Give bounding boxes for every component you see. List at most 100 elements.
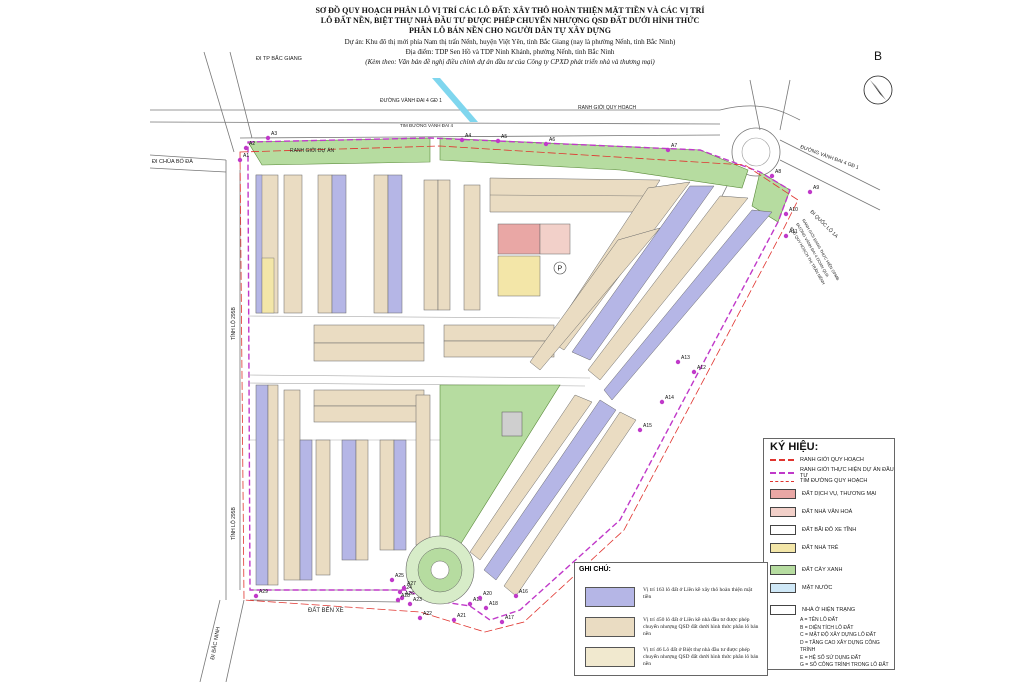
legend-label: ĐẤT CÂY XANH (802, 567, 843, 573)
label-ranh-gioi-du-an: RANH GIỚI DỰ ÁN (290, 147, 335, 154)
boundary-point-label: A17 (505, 615, 514, 621)
legend-code: G = SỐ CÔNG TRÌNH TRONG LÔ ĐẤT (800, 662, 889, 668)
boundary-point-marker (397, 589, 403, 595)
boundary-point-marker (691, 369, 697, 375)
plan-boundary (239, 145, 799, 633)
boundary-point-label: A11 (789, 229, 798, 235)
boundary-point-label: A26 (405, 591, 414, 597)
legend-swatch (770, 543, 796, 553)
water-channel (432, 78, 478, 122)
boundary-point-label: A23 (413, 597, 422, 603)
legend-item-center-line: TIM ĐƯỜNG QUY HOẠCH (770, 478, 867, 484)
roundabout-north (731, 127, 781, 177)
title-line-3: PHÂN LÔ BÁN NỀN CHO NGƯỜI DÂN TỰ XÂY DỰN… (409, 26, 611, 35)
label-tinh-lo-upper: TỈNH LỘ 295B (230, 307, 237, 340)
parking-icon (553, 261, 567, 275)
boundary-point-marker (783, 233, 789, 239)
boundary-point-label: A16 (519, 589, 528, 595)
title-line-2: LÔ ĐẤT NỀN, BIỆT THỰ NHÀ ĐẦU TƯ ĐƯỢC PHÉ… (320, 16, 700, 25)
road-network (149, 51, 881, 682)
legend-label: ĐẤT NHÀ VĂN HOÁ (802, 509, 853, 515)
north-letter: B (874, 49, 882, 63)
boundary-point-marker (675, 359, 681, 365)
boundary-point-marker (637, 427, 643, 433)
legend-swatch (770, 583, 796, 593)
project-line: Dự án: Khu đô thị mới phía Nam thị trấn … (344, 38, 676, 46)
boundary-point-marker (769, 173, 775, 179)
boundary-point-marker (783, 211, 789, 217)
project-boundary (247, 137, 791, 621)
title-line-1: SƠ ĐỒ QUY HOẠCH PHÂN LÔ VỊ TRÍ CÁC LÔ ĐẤ… (315, 6, 705, 15)
boundary-point-label: A13 (681, 355, 690, 361)
boundary-point-label: A22 (423, 611, 432, 617)
boundary-point-marker (659, 399, 665, 405)
label-dat-ben-xe: ĐẤT BẾN XE (308, 607, 344, 614)
attachment-line: (Kèm theo: Văn bản đề nghị điều chỉnh dự… (365, 58, 655, 66)
legend-label: MẶT NƯỚC (802, 585, 833, 591)
boundary-point-marker (389, 577, 395, 583)
legend-swatch (770, 565, 796, 575)
boundary-point-marker (495, 138, 501, 144)
boundary-point-label: A18 (489, 601, 498, 607)
legend-code: B = DIỆN TÍCH LÔ ĐẤT (800, 624, 854, 631)
boundary-point-label: A5 (501, 134, 507, 140)
legend-label: NHÀ Ở HIỆN TRẠNG (802, 607, 856, 613)
block-group-upper-left (255, 174, 481, 314)
legend-swatch (770, 489, 796, 499)
legend-item-existing-house: NHÀ Ở HIỆN TRẠNG (770, 605, 855, 615)
boundary-point-label: A2 (249, 141, 255, 147)
boundary-point-label: A6 (549, 137, 555, 143)
legend-title: KÝ HIỆU: (770, 441, 819, 453)
boundary-point-label: A28 (401, 593, 410, 599)
legend-code: A = TÊN LÔ ĐẤT (800, 617, 839, 623)
legend-item-parking: ĐẤT BÃI ĐỖ XE TĨNH (770, 525, 856, 535)
legend-label: TIM ĐƯỜNG QUY HOẠCH (800, 478, 868, 484)
legend-item-water: MẶT NƯỚC (770, 583, 832, 593)
cultural-house-lot (539, 223, 571, 255)
boundary-point-label: A15 (643, 423, 652, 429)
legend-code: D = TẦNG CAO XÂY DỰNG CÔNG TRÌNH (800, 639, 880, 654)
boundary-point-marker (513, 593, 519, 599)
label-di-chua-bo-da: ĐI CHÙA BỔ ĐÀ (152, 158, 193, 165)
boundary-point-marker (417, 615, 423, 621)
block-group-diagonal (469, 181, 773, 597)
label-tim-duong: TIM ĐƯỜNG VÀNH ĐAI 4 (400, 122, 453, 128)
boundary-point-marker (451, 617, 457, 623)
note-text: Vị trí 46 Lô đất ở Biệt thự nhà đầu tư đ… (643, 647, 759, 667)
boundary-point-marker (459, 137, 465, 143)
boundary-point-label: A4 (465, 133, 471, 139)
legend-label: ĐẤT BÃI ĐỖ XE TĨNH (802, 527, 857, 533)
label-di-tp-bac-giang: ĐI TP BẮC GIANG (256, 54, 302, 62)
note-text: Vị trí 450 lô đất ở Liền kề nhà đầu tư đ… (643, 617, 759, 637)
label-tinh-lo-lower: TỈNH LỘ 295B (230, 507, 237, 540)
boundary-point-marker (477, 595, 483, 601)
boundary-point-marker (401, 585, 407, 591)
boundary-point-label: A7 (671, 143, 677, 149)
label-vanh-dai-right: ĐƯỜNG VÀNH ĐAI 4 GĐ 1 (799, 143, 860, 171)
legend-item-green: ĐẤT CÂY XANH (770, 565, 842, 575)
legend-swatch (770, 507, 796, 517)
notes-panel: GHI CHÚ: Vị trí 163 lô đất ở Liền kề xây… (574, 562, 768, 676)
legend-label: RANH GIỚI THỰC HIỆN DỰ ÁN ĐẦU TƯ (800, 467, 894, 479)
note-text: Vị trí 163 lô đất ở Liền kề xây thô hoàn… (643, 587, 753, 600)
boundary-point-label: A8 (775, 169, 781, 175)
boundary-point-label: A3 (271, 131, 277, 137)
note-swatch (585, 617, 635, 637)
boundary-point-marker (265, 135, 271, 141)
legend-panel: KÝ HIỆU: RANH GIỚI QUY HOẠCH RANH GIỚI T… (763, 438, 895, 670)
legend-code: E = HỆ SỐ SỬ DỤNG ĐẤT (800, 654, 862, 661)
block-group-lower-left (283, 389, 431, 581)
boundary-point-label: A20 (483, 591, 492, 597)
boundary-point-label: A1 (243, 153, 249, 159)
legend-swatch (770, 605, 796, 615)
kindergarten-lot (497, 255, 541, 297)
label-ranh-gioi-quy-hoach: RANH GIỚI QUY HOẠCH (578, 104, 636, 111)
block-group-top-middle (489, 177, 661, 213)
legend-item-project-boundary: RANH GIỚI THỰC HIỆN DỰ ÁN ĐẦU TƯ (770, 467, 894, 479)
boundary-point-marker (665, 147, 671, 153)
boundary-point-label: A12 (697, 365, 706, 371)
legend-label: ĐẤT NHÀ TRẺ (802, 545, 839, 551)
boundary-point-label: A9 (813, 185, 819, 191)
boundary-point-marker (395, 597, 401, 603)
